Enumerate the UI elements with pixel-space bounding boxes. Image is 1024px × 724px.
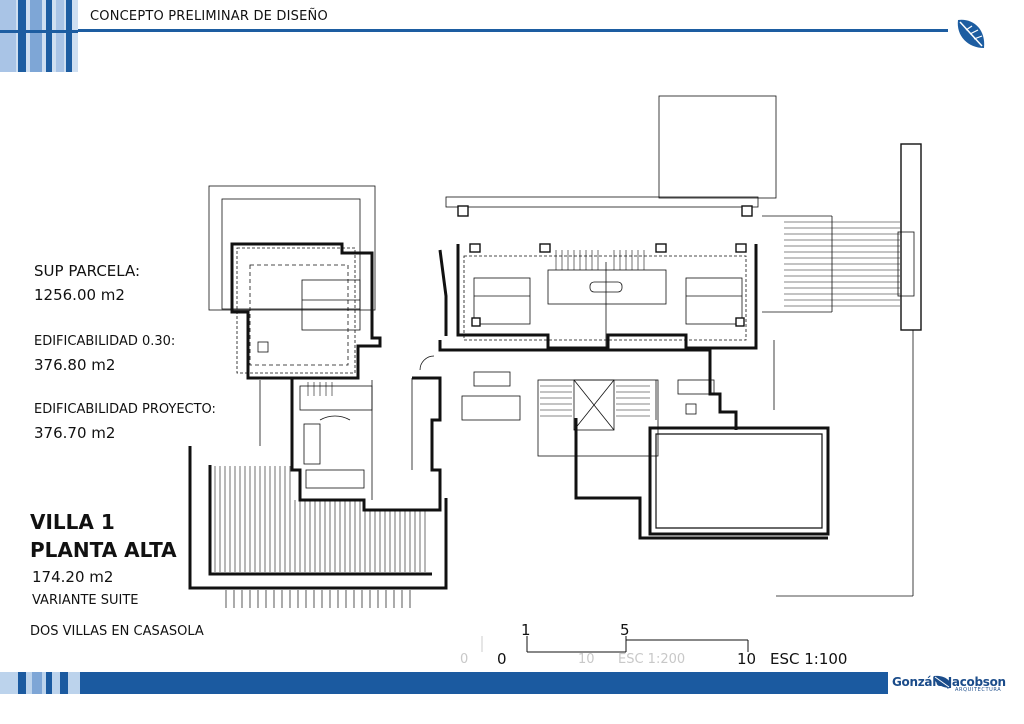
header-stripes-decoration (0, 0, 78, 72)
scale-text: ESC 1:100 (770, 650, 848, 668)
brand-leaf-icon (934, 675, 952, 688)
edificabilidad-proyecto-value: 376.70 m2 (34, 424, 116, 442)
ghost-scale-text: ESC 1:200 (618, 652, 686, 667)
scale-label-5: 5 (620, 621, 630, 639)
footer-bar (0, 672, 1024, 694)
leaf-logo-icon (957, 19, 985, 48)
sup-parcela-label: SUP PARCELA: (34, 262, 141, 280)
header-divider (78, 29, 948, 32)
footer-logo-area (888, 672, 1024, 694)
scale-label-10: 10 (737, 650, 757, 668)
ghost-scale-label-0: 0 (460, 652, 469, 667)
sup-parcela-value: 1256.00 m2 (34, 286, 125, 304)
villa-area: 174.20 m2 (32, 568, 114, 586)
page-title: CONCEPTO PRELIMINAR DE DISEÑO (90, 9, 328, 24)
ghost-scale-label-10: 10 (578, 652, 595, 667)
footer-brand-sub: ARQUITECTURA (955, 687, 1002, 693)
edificabilidad-proyecto-label: EDIFICABILIDAD PROYECTO: (34, 402, 216, 417)
edificabilidad-value: 376.80 m2 (34, 356, 116, 374)
footer-stripes-decoration (0, 672, 80, 694)
scale-label-0: 0 (497, 650, 507, 668)
project-name: DOS VILLAS EN CASASOLA (30, 624, 204, 639)
villa-variant: VARIANTE SUITE (32, 593, 139, 608)
edificabilidad-label: EDIFICABILIDAD 0.30: (34, 334, 176, 349)
scale-label-1: 1 (521, 621, 531, 639)
floor-title: PLANTA ALTA (30, 538, 177, 562)
villa-title: VILLA 1 (30, 510, 115, 534)
